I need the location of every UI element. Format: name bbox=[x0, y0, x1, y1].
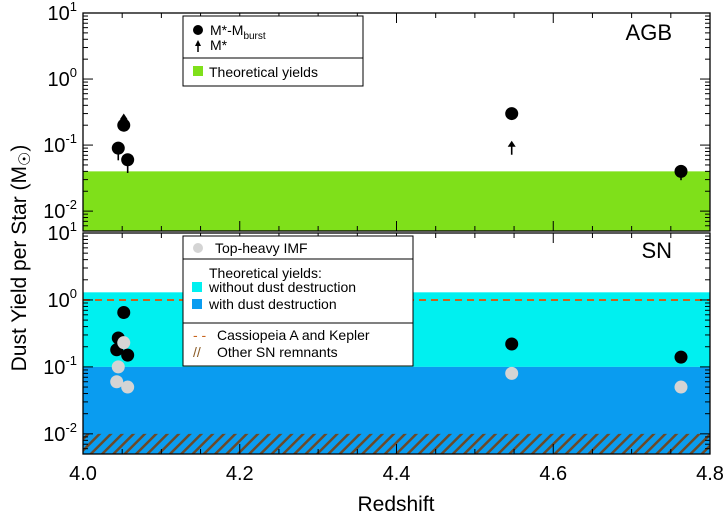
agb-legend-band-swatch bbox=[193, 66, 203, 76]
agb-series-1-arrow-head-4 bbox=[677, 166, 686, 173]
sn-ytick-label-1: 100 bbox=[48, 286, 77, 312]
agb-ytick-label-2: 10-1 bbox=[43, 131, 77, 157]
y-axis-title: Dust Yield per Star (M☉) bbox=[8, 145, 34, 372]
sn-series-0-point-3 bbox=[121, 348, 135, 362]
sn-legend-box bbox=[182, 235, 414, 367]
sn-legend-ref-symbol-1: // bbox=[193, 344, 201, 360]
agb-legend-text-0: M*-Mburst bbox=[210, 22, 266, 42]
sn-legend-gray-marker bbox=[193, 243, 203, 253]
sn-series-1-point-0 bbox=[111, 360, 125, 374]
sn-series-0-point-4 bbox=[505, 337, 519, 351]
x-tick-label-0: 4.0 bbox=[69, 463, 97, 485]
agb-series-1-arrow-head-1 bbox=[119, 113, 128, 120]
sun-symbol: ☉ bbox=[17, 152, 34, 166]
sn-legend-ref-symbol-0: - - bbox=[193, 327, 207, 343]
axes: 4.0 4.2 4.4 4.6 4.8 bbox=[69, 463, 724, 485]
sn-legend-top-text: Top-heavy IMF bbox=[215, 240, 308, 256]
x-tick-label-4: 4.8 bbox=[696, 463, 724, 485]
agb-legend-circle-marker bbox=[193, 25, 203, 35]
sn-legend-ref-text-0: Cassiopeia A and Kepler bbox=[217, 327, 370, 343]
x-tick-label-3: 4.6 bbox=[539, 463, 567, 485]
agb-series-1-arrow-head-2 bbox=[123, 158, 132, 165]
sn-legend-bands-title: Theoretical yields: bbox=[209, 265, 322, 281]
agb-ytick-label-0: 101 bbox=[48, 0, 77, 25]
sn-series-1-point-1 bbox=[110, 375, 124, 389]
x-tick-label-1: 4.2 bbox=[226, 463, 254, 485]
sn-series-0-point-2 bbox=[117, 305, 131, 319]
sn-series-1-point-3 bbox=[121, 380, 135, 394]
agb-legend-box bbox=[182, 15, 364, 87]
sn-series-1-point-5 bbox=[674, 380, 688, 394]
agb-ytick-label-1: 100 bbox=[48, 65, 77, 91]
sn-ytick-label-2: 10-1 bbox=[43, 353, 77, 379]
agb-ytick-label-3: 10-2 bbox=[43, 197, 77, 223]
agb-panel-label: AGB bbox=[626, 20, 672, 45]
sn-panel-label: SN bbox=[641, 238, 672, 263]
sn-legend-ref-text-1: Other SN remnants bbox=[217, 344, 338, 360]
sn-legend-band-text-0: without dust destruction bbox=[208, 279, 356, 295]
agb-series-1-arrow-head-0 bbox=[114, 146, 123, 153]
sn-legend-band-text-1: with dust destruction bbox=[208, 296, 337, 312]
agb-legend-text-1: M* bbox=[210, 37, 228, 53]
agb-legend-arrow-head bbox=[195, 40, 201, 46]
agb-series-0-point-3 bbox=[505, 107, 519, 121]
x-axis-title: Redshift bbox=[357, 493, 434, 516]
x-tick-label-2: 4.4 bbox=[383, 463, 411, 485]
sn-legend-band-swatch-0 bbox=[192, 282, 202, 292]
agb-series-1-arrow-head-3 bbox=[507, 140, 516, 147]
sn-series-1-point-4 bbox=[505, 366, 519, 380]
sn-series-0-point-5 bbox=[674, 350, 688, 364]
agb-legend-band-text: Theoretical yields bbox=[209, 64, 318, 80]
sn-ytick-label-3: 10-2 bbox=[43, 420, 77, 446]
sn-ytick-label-0: 101 bbox=[48, 219, 77, 245]
sn-legend-band-swatch-1 bbox=[192, 299, 202, 309]
sn-panel: 101 100 10-1 10-2 SN Top-heavy IMF Theoretical… bbox=[43, 219, 711, 455]
sn-series-1-point-2 bbox=[117, 336, 131, 350]
